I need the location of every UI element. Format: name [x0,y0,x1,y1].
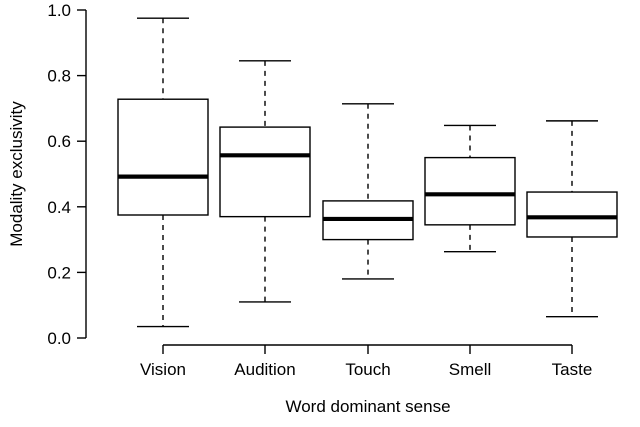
x-tick-label-taste: Taste [552,360,593,379]
box-plot-audition [219,60,311,303]
y-tick-label: 1.0 [47,1,71,20]
x-axis-ticks: Vision Audition Touch Smell Taste [140,345,592,379]
y-tick-label: 0.2 [47,263,71,282]
box-iqr [219,126,311,218]
box-plot-touch [322,103,414,280]
y-tick-label: 0.8 [47,67,71,86]
box-iqr [117,98,209,216]
y-tick-label: 0.0 [47,329,71,348]
box-plot-vision [117,17,209,328]
box-plots-group [117,17,618,328]
box-plot-taste [526,120,618,318]
x-tick-label-vision: Vision [140,360,186,379]
x-tick-label-touch: Touch [345,360,390,379]
y-axis-ticks: 0.0 0.2 0.4 0.6 0.8 1.0 [47,1,86,348]
y-axis-title: Modality exclusivity [7,101,26,247]
box-plot-smell [424,124,516,253]
y-tick-label: 0.4 [47,198,71,217]
box-iqr [424,156,516,226]
x-tick-label-audition: Audition [234,360,295,379]
x-tick-label-smell: Smell [449,360,492,379]
x-axis-title: Word dominant sense [285,397,450,416]
box-iqr [526,191,618,238]
y-tick-label: 0.6 [47,132,71,151]
